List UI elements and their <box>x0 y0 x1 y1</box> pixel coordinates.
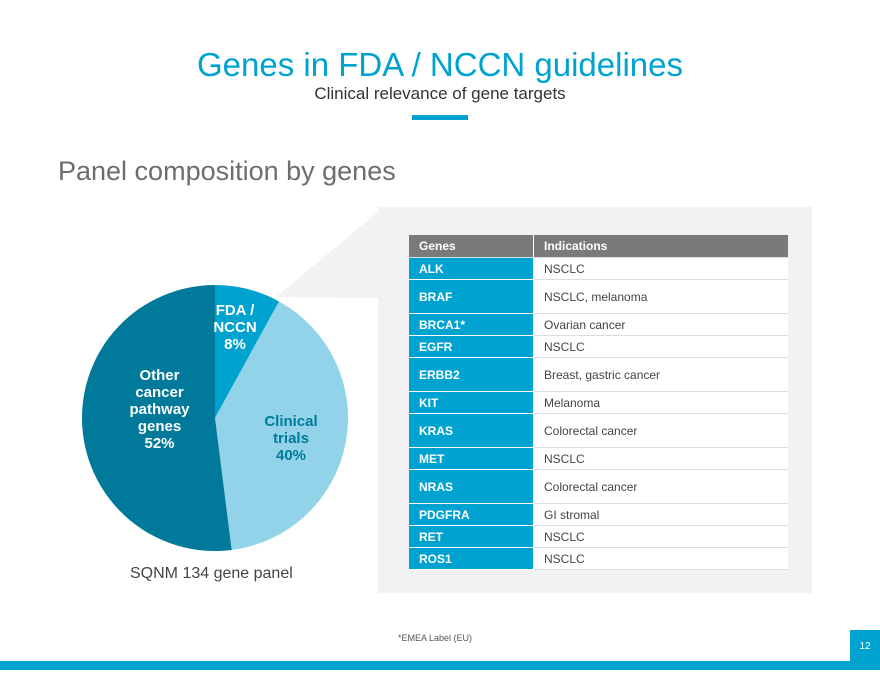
indication-cell: Melanoma <box>533 391 788 414</box>
header-indications: Indications <box>533 235 788 258</box>
gene-cell: ROS1 <box>409 547 534 570</box>
indication-cell: NSCLC <box>533 525 788 548</box>
label-value: 52% <box>144 435 175 452</box>
label-line: trials <box>273 430 309 447</box>
indication-cell: Colorectal cancer <box>533 469 788 504</box>
indication-cell: NSCLC <box>533 335 788 358</box>
footer-bar <box>0 661 880 670</box>
label-value: 40% <box>275 447 307 464</box>
callout-pointer <box>276 212 378 298</box>
gene-cell: ALK <box>409 257 534 280</box>
chart-caption: SQNM 134 gene panel <box>130 565 293 582</box>
indication-cell: NSCLC, melanoma <box>533 279 788 314</box>
label-line: genes <box>137 418 182 435</box>
label-line: FDA / <box>215 302 255 319</box>
indication-cell: Breast, gastric cancer <box>533 357 788 392</box>
indication-cell: GI stromal <box>533 503 788 526</box>
label-line: Clinical <box>264 413 318 430</box>
page-number: 12 <box>850 630 880 670</box>
header-genes: Genes <box>409 235 534 258</box>
pie-slice-clinical-trials <box>215 301 348 550</box>
label-other: Other cancer pathway genes 52% <box>122 367 197 452</box>
gene-cell: PDGFRA <box>409 503 534 526</box>
gene-cell: ERBB2 <box>409 357 534 392</box>
indication-cell: Ovarian cancer <box>533 313 788 336</box>
title-divider <box>412 115 468 120</box>
label-line: NCCN <box>213 319 257 336</box>
gene-cell: RET <box>409 525 534 548</box>
indication-cell: NSCLC <box>533 447 788 470</box>
label-line: cancer <box>135 384 184 401</box>
gene-cell: EGFR <box>409 335 534 358</box>
label-line: pathway <box>129 401 190 418</box>
page-subtitle: Clinical relevance of gene targets <box>314 84 566 103</box>
table-header: Genes Indications <box>409 235 788 258</box>
gene-cell: BRCA1* <box>409 313 534 336</box>
section-title: Panel composition by genes <box>58 156 396 186</box>
footnote: *EMEA Label (EU) <box>397 633 473 643</box>
page-title: Genes in FDA / NCCN guidelines <box>196 46 684 83</box>
gene-cell: KIT <box>409 391 534 414</box>
label-clinical: Clinical trials 40% <box>256 413 326 464</box>
label-value: 8% <box>224 336 246 353</box>
indication-cell: Colorectal cancer <box>533 413 788 448</box>
pie-slice-other-cancer-pathway-genes <box>81 285 232 551</box>
indication-cell: NSCLC <box>533 257 788 280</box>
gene-cell: KRAS <box>409 413 534 448</box>
gene-cell: BRAF <box>409 279 534 314</box>
gene-cell: NRAS <box>409 469 534 504</box>
indication-cell: NSCLC <box>533 547 788 570</box>
table-row: BRCA1*Ovarian cancer <box>409 313 788 336</box>
pie-slice-fda-nccn <box>215 285 280 418</box>
gene-cell: MET <box>409 447 534 470</box>
label-line: Other <box>139 367 180 384</box>
label-fda: FDA / NCCN 8% <box>205 302 265 353</box>
